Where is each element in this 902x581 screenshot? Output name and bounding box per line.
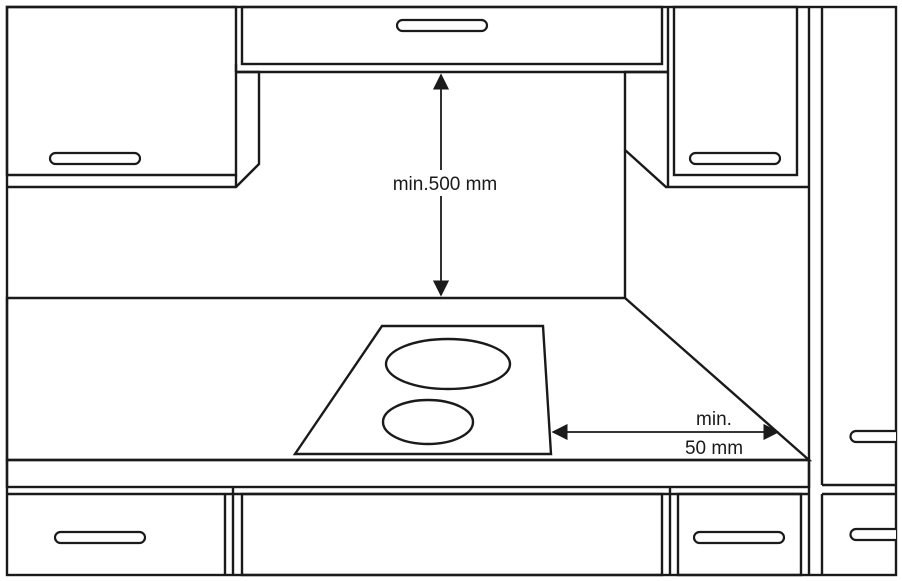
worktop-front-edge (5, 458, 811, 489)
diagram-frame (5, 5, 898, 577)
middle-base-door (240, 492, 664, 577)
tall-cabinet-upper-handle (849, 429, 896, 444)
side-clearance-label-min: min. (696, 409, 732, 430)
large-burner (384, 337, 512, 391)
cooktop (292, 324, 553, 456)
right-base-door (676, 492, 803, 577)
right-wall-cabinet (623, 5, 809, 189)
left-base-handle (53, 530, 147, 545)
right-base-handle (692, 530, 786, 545)
tall-cabinet-lower-handle (849, 527, 896, 542)
extractor-hood (234, 5, 668, 74)
side-clearance-dimension: min. 50 mm (551, 409, 780, 459)
worktop (5, 296, 813, 489)
left-cabinet-handle (48, 151, 142, 166)
right-cabinet-handle (688, 151, 782, 166)
vertical-label-backing (382, 170, 508, 196)
tall-cabinet (807, 7, 896, 575)
left-wall-cabinet (5, 5, 261, 189)
base-cabinets (7, 487, 809, 577)
vertical-clearance-dimension: min.500 mm (382, 73, 508, 297)
side-clearance-label-value: 50 mm (685, 438, 743, 459)
small-burner (381, 398, 475, 446)
hood-handle (395, 18, 489, 33)
vertical-clearance-label: min.500 mm (393, 174, 498, 195)
